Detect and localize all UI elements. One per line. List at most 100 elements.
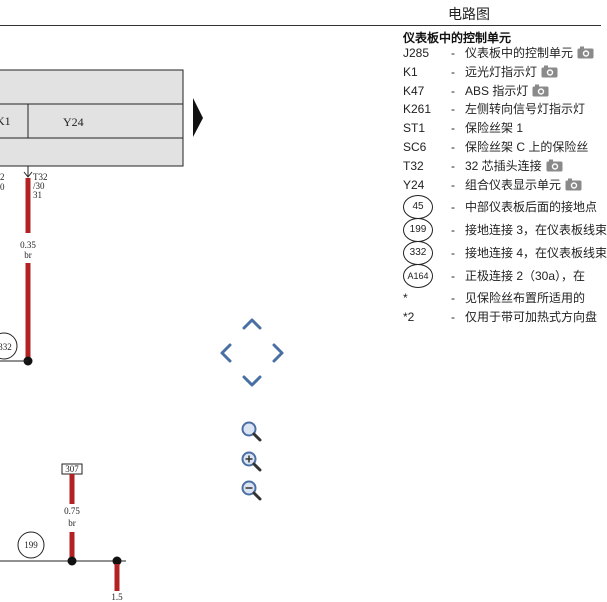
camera-icon[interactable] — [577, 46, 594, 63]
camera-icon[interactable] — [546, 159, 563, 176]
pan-up-icon[interactable] — [242, 318, 262, 330]
wire-1-color: br — [24, 250, 32, 260]
legend-desc: 见保险丝布置所适用的 — [465, 291, 586, 306]
legend-heading: 仪表板中的控制单元 — [403, 31, 512, 45]
legend-desc: 左侧转向信号灯指示灯 — [465, 102, 586, 117]
ground-332: 332 — [0, 332, 18, 360]
legend-desc: 仅用于带可加热式方向盘 — [465, 310, 598, 325]
ground-symbol: 332 — [403, 241, 433, 266]
legend-desc: 保险丝架 1 — [465, 121, 524, 136]
zoom-out-icon[interactable] — [241, 480, 262, 501]
control-unit-block: K1 Y24 — [0, 69, 184, 167]
legend-dash: - — [451, 46, 455, 60]
legend-item: ST1 - 保险丝架 1 — [403, 120, 601, 139]
legend-code: T32 — [403, 158, 424, 173]
zoom-in-icon[interactable] — [241, 451, 262, 472]
legend-code: J285 — [403, 46, 430, 60]
ground-symbol: 199 — [403, 218, 433, 243]
bottom-wire-size: 1.5 — [111, 592, 123, 602]
label-left-frag1: 2 — [0, 172, 5, 182]
legend-dash: - — [451, 139, 455, 154]
wire-1-size: 0.35 — [20, 240, 36, 250]
label-t32-num: 31 — [33, 190, 42, 200]
legend-item: K47 - ABS 指示灯 — [403, 83, 601, 102]
legend-code: * — [403, 291, 408, 306]
legend-dash: - — [451, 291, 455, 306]
legend-code: K47 — [403, 83, 425, 98]
legend-desc-text: 仪表板中的控制单元 — [465, 46, 574, 60]
legend-desc: 仪表板中的控制单元 — [465, 45, 594, 63]
legend-code: *2 — [403, 310, 415, 325]
legend-note: *2 - 仅用于带可加热式方向盘 — [403, 309, 601, 328]
legend-desc: ABS 指示灯 — [465, 83, 549, 101]
page-title: 电路图 — [448, 6, 490, 22]
legend-dash: - — [451, 64, 455, 79]
legend-ground-item: A164 - 正极连接 2（30a），在 — [403, 264, 601, 289]
legend-code: Y24 — [403, 177, 425, 192]
wire-2-color: br — [68, 518, 76, 528]
legend-dash: - — [451, 246, 455, 261]
ground-symbol: 45 — [403, 195, 433, 220]
legend-ground-item: 332 - 接地连接 4，在仪表板线束 — [403, 241, 607, 266]
legend-dash: - — [451, 158, 455, 173]
label-k1: K1 — [0, 114, 11, 128]
continue-arrow[interactable] — [193, 98, 203, 137]
legend-desc: 正极连接 2（30a），在 — [465, 269, 586, 284]
camera-icon[interactable] — [532, 84, 549, 101]
label-left-frag2: 0 — [0, 182, 5, 192]
label-t32-pin: /30 — [33, 181, 45, 191]
label-t32: T32 — [33, 172, 48, 182]
legend-desc-text: 32 芯插头连接 — [465, 158, 542, 173]
legend-dash: - — [451, 310, 455, 325]
legend-desc: 远光灯指示灯 — [465, 64, 558, 82]
zoom-fit-icon[interactable] — [241, 421, 262, 442]
legend-dash: - — [451, 121, 455, 136]
box-307-label: 307 — [65, 464, 79, 474]
ground-199: 199 — [17, 531, 45, 559]
legend-ground-item: 199 - 接地连接 3，在仪表板线束 — [403, 218, 607, 243]
legend-desc: 组合仪表显示单元 — [465, 177, 582, 195]
legend-desc: 32 芯插头连接 — [465, 158, 563, 176]
pan-left-icon[interactable] — [220, 343, 232, 363]
legend-dash: - — [451, 102, 455, 117]
legend-item: T32 - 32 芯插头连接 — [403, 158, 601, 177]
legend-dash: - — [451, 177, 455, 192]
camera-icon[interactable] — [565, 178, 582, 195]
legend-item: SC6 - 保险丝架 C 上的保险丝 — [403, 139, 601, 158]
camera-icon[interactable] — [541, 65, 558, 82]
legend-item: K261 - 左侧转向信号灯指示灯 — [403, 101, 601, 120]
component-legend: J285 - 仪表板中的控制单元 K1 - 远光灯指示灯 K47 - ABS 指… — [403, 45, 607, 328]
title-divider — [0, 25, 601, 26]
legend-desc-text: 远光灯指示灯 — [465, 64, 538, 79]
label-y24: Y24 — [63, 115, 84, 129]
connector-t32: T32 /30 31 2 0 — [0, 166, 48, 200]
legend-item: Y24 - 组合仪表显示单元 — [403, 177, 601, 196]
legend-dash: - — [451, 83, 455, 98]
legend-dash: - — [451, 223, 455, 238]
legend-dash: - — [451, 200, 455, 215]
pan-down-icon[interactable] — [242, 375, 262, 387]
legend-code: ST1 — [403, 121, 426, 136]
ground-332-label: 332 — [0, 342, 12, 352]
legend-item: J285 - 仪表板中的控制单元 — [403, 45, 601, 64]
wire-2: 307 0.75 br 1.5 — [0, 463, 126, 602]
legend-desc: 接地连接 3，在仪表板线束 — [465, 223, 607, 238]
legend-item: K1 - 远光灯指示灯 — [403, 64, 601, 83]
legend-code: K261 — [403, 102, 432, 117]
legend-desc: 保险丝架 C 上的保险丝 — [465, 139, 589, 154]
legend-desc: 中部仪表板后面的接地点 — [465, 200, 598, 215]
legend-code: SC6 — [403, 139, 427, 154]
wire-2-size: 0.75 — [64, 506, 80, 516]
legend-code: K1 — [403, 64, 418, 79]
legend-note: * - 见保险丝布置所适用的 — [403, 290, 601, 309]
legend-ground-item: 45 - 中部仪表板后面的接地点 — [403, 195, 601, 220]
pan-right-icon[interactable] — [272, 343, 284, 363]
ground-199-label: 199 — [24, 540, 38, 550]
legend-desc-text: ABS 指示灯 — [465, 83, 529, 98]
legend-desc: 接地连接 4，在仪表板线束 — [465, 246, 607, 261]
wire-1: 0.35 br — [0, 178, 36, 366]
ground-symbol: A164 — [403, 264, 433, 289]
legend-dash: - — [451, 269, 455, 284]
legend-desc-text: 组合仪表显示单元 — [465, 177, 562, 192]
